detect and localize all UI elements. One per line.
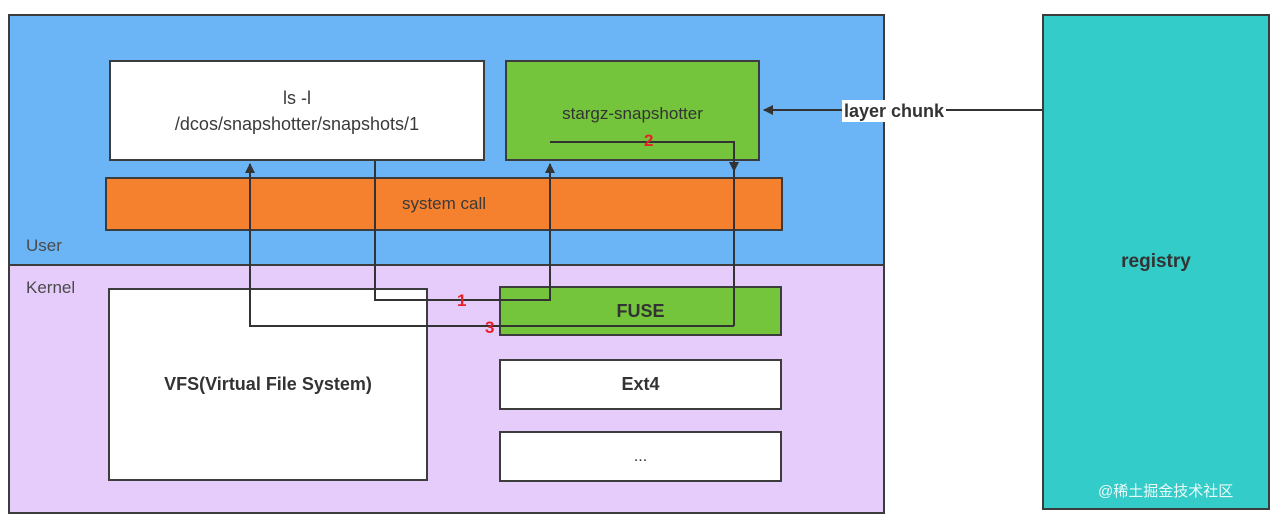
registry-label: registry — [1121, 251, 1191, 272]
vfs-label: VFS(Virtual File System) — [164, 374, 372, 394]
step-2-arrow — [550, 141, 739, 172]
system-call-box: system call — [105, 177, 783, 231]
layer-chunk-label: layer chunk — [842, 100, 947, 122]
ext4-box: Ext4 — [499, 359, 782, 410]
ext4-label: Ext4 — [621, 374, 660, 394]
ls-command-box: ls -l /dcos/snapshotter/snapshots/1 — [109, 60, 485, 161]
step-3-arrow — [245, 163, 734, 327]
user-region-label: User — [26, 236, 62, 255]
system-call-label: system call — [401, 194, 487, 213]
ls-command-line1: ls -l — [283, 87, 311, 108]
step-3-label: 3 — [485, 318, 495, 337]
more-filesystems-label: ... — [633, 447, 648, 465]
registry-box: registry — [1042, 14, 1270, 510]
step-1-arrow — [374, 161, 555, 301]
watermark: @稀土掘金技术社区 — [1098, 483, 1234, 500]
step-1-label: 1 — [457, 291, 467, 310]
more-filesystems-box: ... — [499, 431, 782, 482]
fuse-label: FUSE — [616, 300, 665, 321]
kernel-region-label: Kernel — [26, 278, 76, 297]
vfs-box: VFS(Virtual File System) — [108, 288, 428, 481]
ls-command-line2: /dcos/snapshotter/snapshots/1 — [174, 113, 420, 134]
stargz-snapshotter-box: stargz-snapshotter — [505, 60, 760, 161]
stargz-snapshotter-label: stargz-snapshotter — [562, 104, 703, 123]
step-2-label: 2 — [644, 131, 654, 150]
